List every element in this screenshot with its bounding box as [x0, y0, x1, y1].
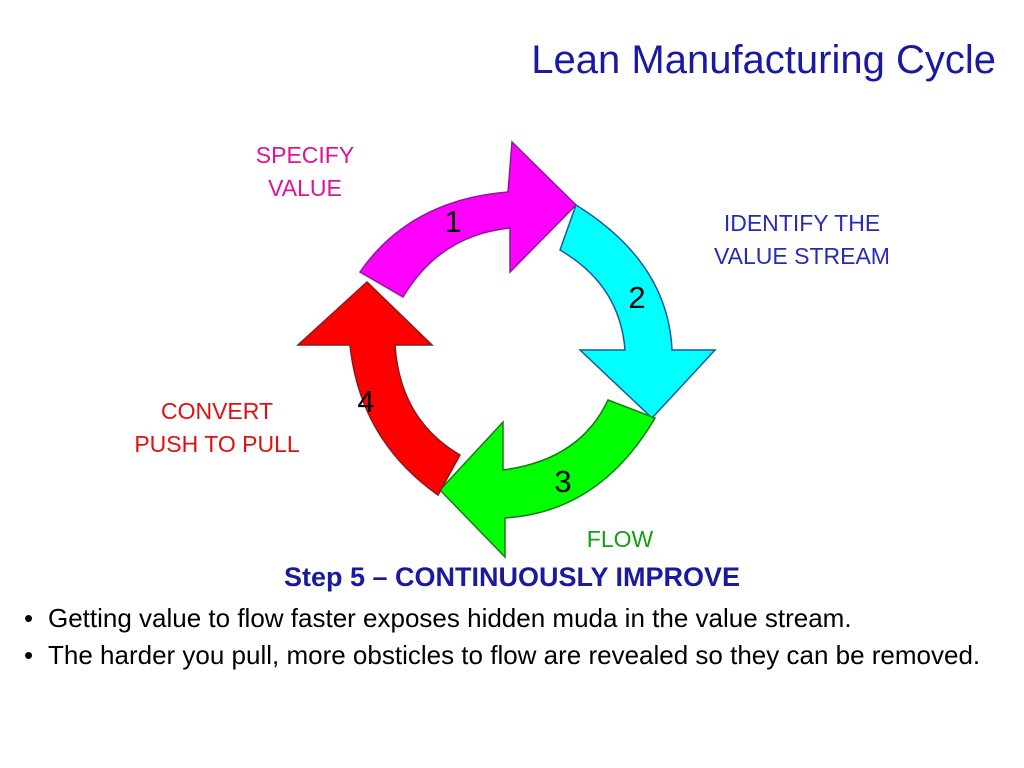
slide-title: Lean Manufacturing Cycle	[531, 38, 996, 82]
label-specify-value: SPECIFY VALUE	[232, 139, 378, 205]
bullet-item: The harder you pull, more obsticles to f…	[22, 637, 1002, 674]
bullet-list: Getting value to flow faster exposes hid…	[22, 600, 1002, 674]
label-line: VALUE	[268, 175, 342, 201]
label-line: IDENTIFY THE	[723, 210, 881, 236]
label-flow: FLOW	[570, 523, 670, 556]
cycle-arrow-3	[438, 399, 657, 559]
cycle-arrow-1	[358, 140, 578, 299]
label-identify-value-stream: IDENTIFY THE VALUE STREAM	[684, 207, 920, 273]
bullet-item: Getting value to flow faster exposes hid…	[22, 600, 1002, 637]
cycle-arrow-2	[559, 203, 717, 420]
step-number-1: 1	[444, 204, 461, 239]
step-number-2: 2	[628, 280, 645, 315]
label-line: PUSH TO PULL	[134, 431, 300, 457]
label-line: FLOW	[586, 526, 654, 552]
label-line: CONVERT	[160, 398, 274, 424]
step-number-3: 3	[554, 464, 571, 499]
step5-heading: Step 5 – CONTINUOUSLY IMPROVE	[283, 562, 741, 592]
step-number-4: 4	[357, 384, 374, 419]
label-convert-push-to-pull: CONVERT PUSH TO PULL	[104, 395, 330, 461]
cycle-arrow-4	[296, 280, 462, 497]
label-line: SPECIFY	[255, 142, 355, 168]
label-line: VALUE STREAM	[714, 243, 890, 269]
